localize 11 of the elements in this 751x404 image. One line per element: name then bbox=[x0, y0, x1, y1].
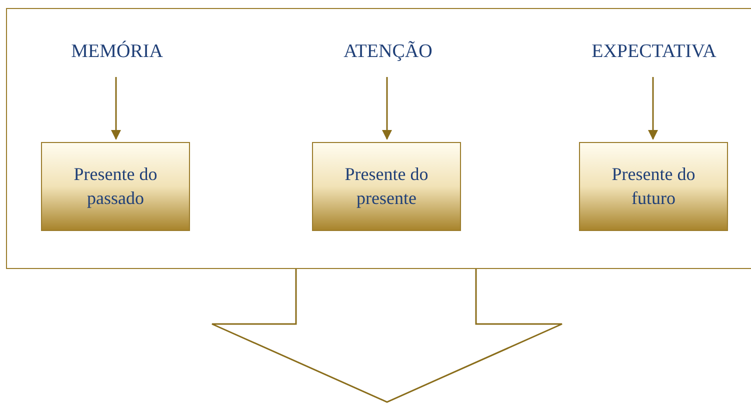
arrow bbox=[648, 77, 658, 140]
heading-label: MEMÓRIA bbox=[71, 41, 163, 63]
heading-label: ATENÇÃO bbox=[344, 41, 432, 63]
heading-label: EXPECTATIVA bbox=[592, 41, 716, 63]
gradient-box: Presente do presente bbox=[312, 142, 461, 231]
gradient-box: Presente do passado bbox=[41, 142, 190, 231]
block-arrow bbox=[211, 268, 563, 403]
gradient-box: Presente do futuro bbox=[579, 142, 728, 231]
frame-box bbox=[6, 8, 751, 269]
arrow bbox=[111, 77, 121, 140]
arrow bbox=[382, 77, 392, 140]
